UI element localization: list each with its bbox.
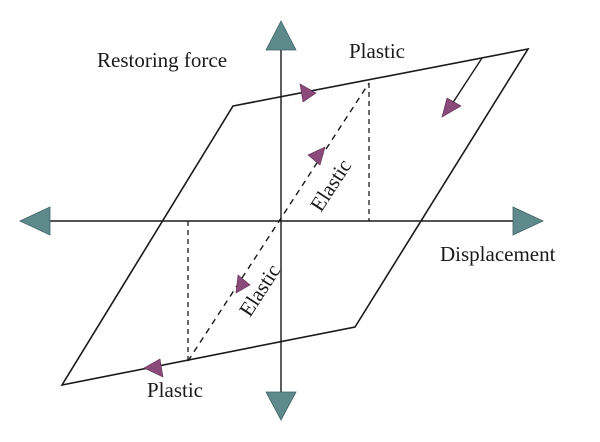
- elastic-path-line: [187, 82, 370, 362]
- plastic-top-label: Plastic: [349, 39, 405, 63]
- x-axis-label: Displacement: [440, 242, 556, 266]
- up-arrowhead-icon: [265, 20, 297, 51]
- unloading-arrow-shaft: [451, 57, 483, 105]
- elastic-lower-label: Elastic: [234, 260, 285, 321]
- unloading-direction-icon: [441, 97, 462, 118]
- y-axis-label: Restoring force: [97, 48, 227, 72]
- upper-plastic-direction-icon: [299, 83, 317, 103]
- plastic-bottom-label: Plastic: [147, 378, 203, 402]
- elastic-down-direction-icon: [235, 274, 251, 294]
- right-arrowhead-icon: [512, 206, 544, 236]
- lower-plastic-direction-icon: [143, 358, 164, 378]
- down-arrowhead-icon: [265, 391, 297, 421]
- left-arrowhead-icon: [19, 206, 51, 236]
- hysteresis-loop: [60, 47, 530, 387]
- elastic-up-direction-icon: [307, 146, 326, 166]
- elastic-upper-label: Elastic: [305, 155, 356, 216]
